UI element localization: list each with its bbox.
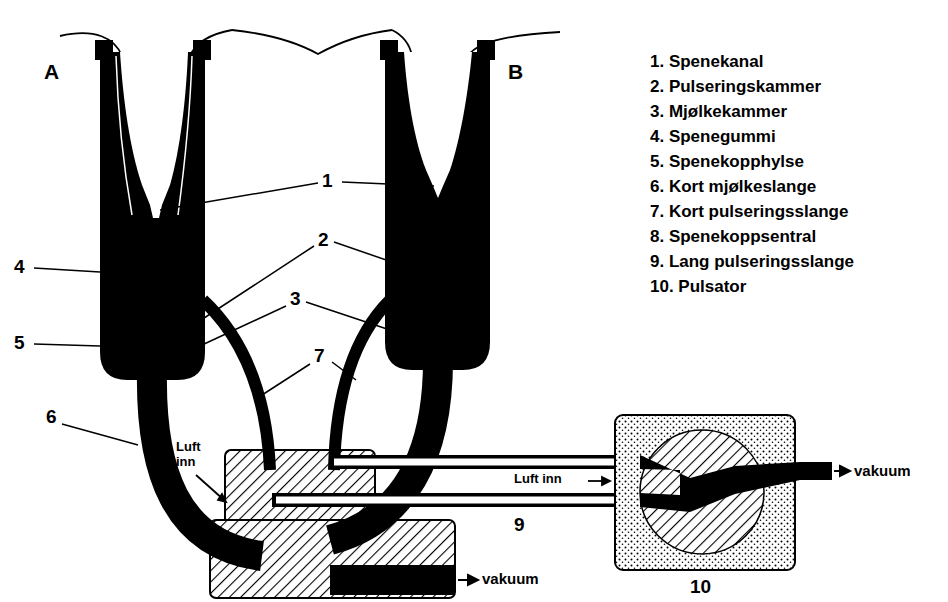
callout-number: 6 xyxy=(46,406,57,428)
key-entry: 6. Kort mjølkeslange xyxy=(650,177,816,197)
callout-number: 10 xyxy=(690,576,711,598)
key-entry: 4. Spenegummi xyxy=(650,127,776,147)
key-entry: 7. Kort pulseringsslange xyxy=(650,202,848,222)
teat-cup-b xyxy=(380,40,495,370)
callout-number: 7 xyxy=(314,345,325,367)
cup-letter: A xyxy=(44,60,59,84)
key-entry: 10. Pulsator xyxy=(650,277,746,297)
long-pulsation-hose xyxy=(272,462,640,500)
air-inlet-label: Luft inn xyxy=(514,472,562,487)
vacuum-label: vakuum xyxy=(482,570,539,587)
callout-number: 3 xyxy=(290,288,301,310)
teat-cup-a xyxy=(95,40,211,380)
key-entry: 3. Mjølkekammer xyxy=(650,102,787,122)
air-inlet-label: Luft inn xyxy=(176,440,220,470)
cup-letter: B xyxy=(508,60,523,84)
leader-line xyxy=(34,182,434,445)
key-entry: 2. Pulseringskammer xyxy=(650,77,821,97)
key-entry: 1. Spenekanal xyxy=(650,52,763,72)
callout-number: 4 xyxy=(14,256,25,278)
callout-number: 2 xyxy=(318,229,329,251)
key-entry: 9. Lang pulseringsslange xyxy=(650,252,854,272)
callout-number: 9 xyxy=(514,514,525,536)
vacuum-label: vakuum xyxy=(854,462,911,479)
short-pulsation-hose xyxy=(203,300,390,470)
callout-number: 5 xyxy=(14,332,25,354)
flow-arrow xyxy=(834,466,850,476)
pulsator-channel xyxy=(640,455,832,512)
key-entry: 5. Spenekopphylse xyxy=(650,152,804,172)
milk-outlet-pipe xyxy=(330,565,455,595)
key-entry: 8. Spenekoppsentral xyxy=(650,227,816,247)
flow-arrow xyxy=(458,575,478,585)
callout-number: 1 xyxy=(322,170,333,192)
